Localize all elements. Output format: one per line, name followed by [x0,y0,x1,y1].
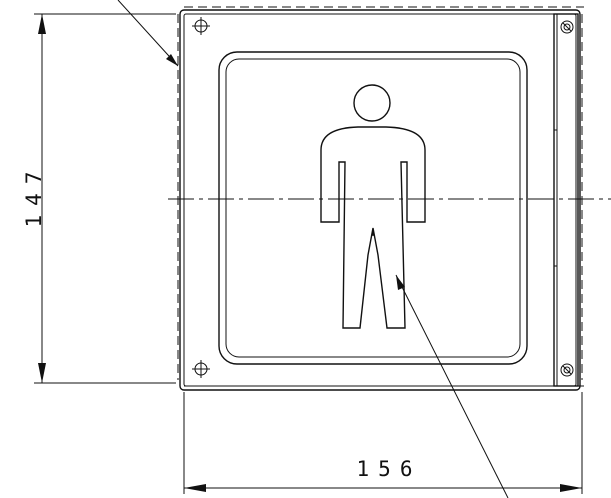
height-dimension [34,13,176,384]
leader-line-pictogram [395,274,509,498]
width-dimension-label: 156 [357,457,422,481]
outer-dashed-outline [177,6,584,387]
side-rail [553,13,579,387]
pictogram-panel [218,51,528,365]
mounting-screw-icon [192,360,210,378]
mounting-screw-icon [192,17,210,35]
width-dimension [183,392,583,494]
sign-plate [179,9,581,391]
mounting-screw-icon [560,20,574,34]
leader-line-plate [117,0,179,67]
mounting-screw-icon [560,363,574,377]
height-dimension-label: 147 [22,163,46,228]
male-pictogram-icon [320,84,426,329]
